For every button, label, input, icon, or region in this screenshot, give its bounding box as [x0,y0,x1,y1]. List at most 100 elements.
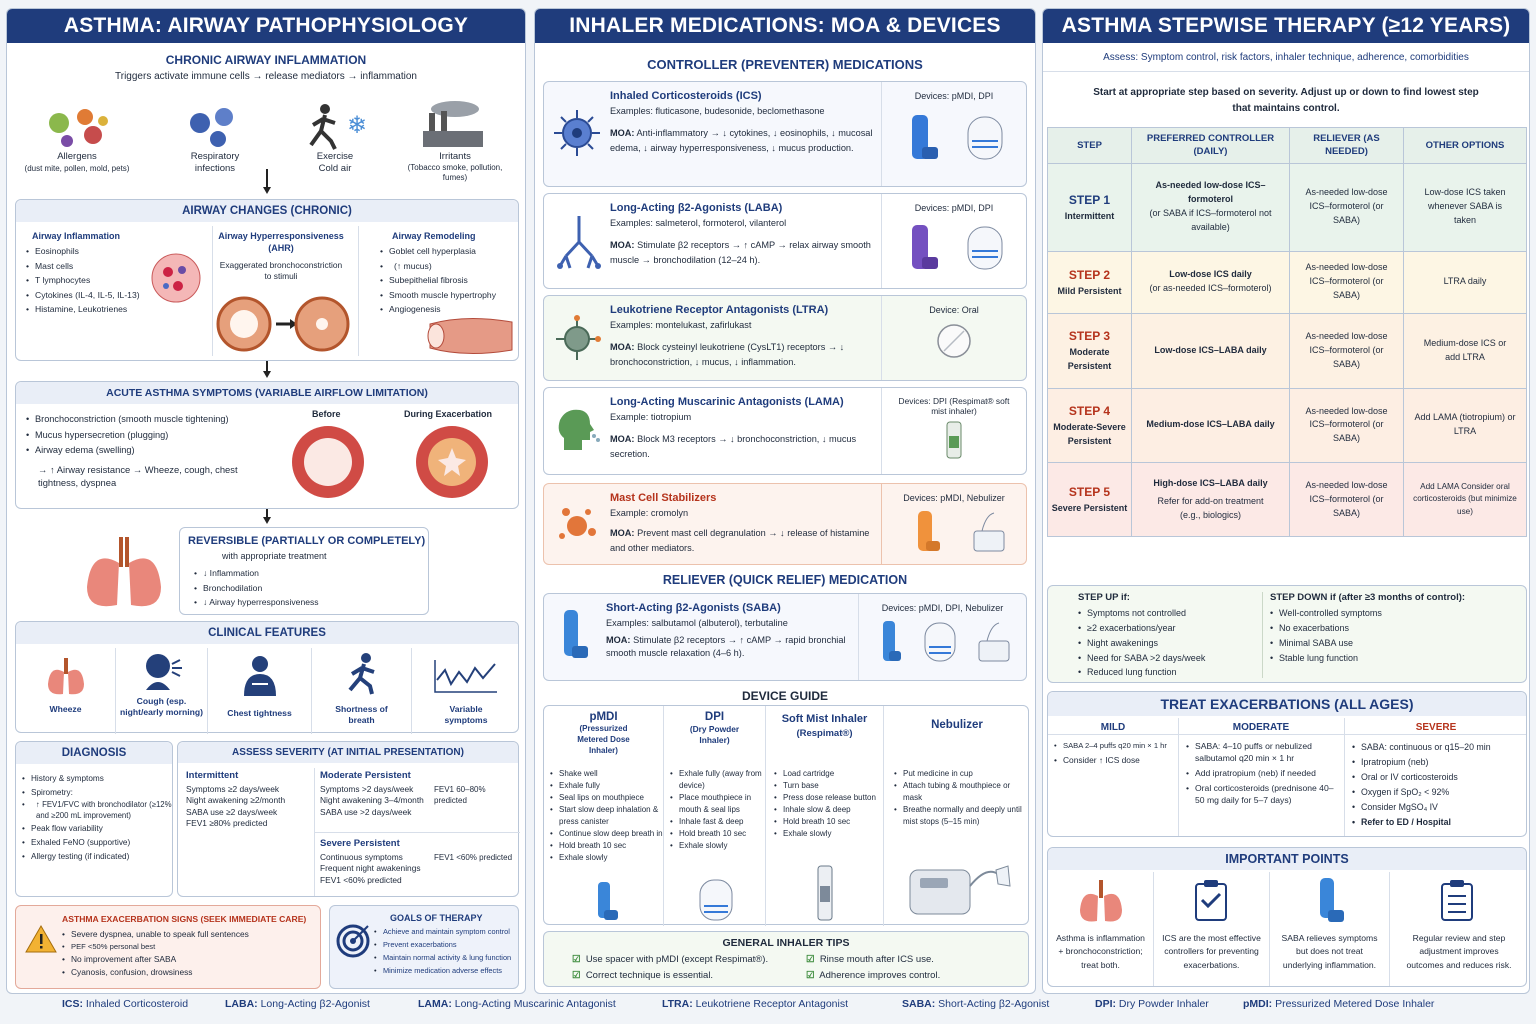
list-item: Consider ↑ ICS dose [1054,753,1178,768]
remodel-title: Airway Remodeling [392,231,476,241]
list-item: Prevent exacerbations [374,939,520,952]
step-up-list: Symptoms not controlled ≥2 exacerbations… [1078,606,1278,680]
moa-text: Stimulate β2 receptors → ↑ cAMP → rapid … [606,635,846,658]
sev-sev-list: Continuous symptoms Frequent night awake… [320,852,440,886]
med-examples: Examples: fluticasone, budesonide, beclo… [610,106,825,116]
target-icon [336,924,370,958]
airway-changes-box: AIRWAY CHANGES (CHRONIC) Airway Inflamma… [15,199,519,361]
list-item: Airway edema (swelling) [26,443,286,459]
trigger-sub: infections [194,163,236,174]
footer-abbr-def: Inhaled Corticosteroid [85,998,189,1010]
list-item: Load cartridge [774,768,884,780]
immune-cell-icon [151,253,201,303]
soft-mist-inhaler-icon [946,421,962,459]
svg-text:❄: ❄ [347,112,367,139]
acute-result: → ↑ Airway resistance → Wheeze, cough, c… [38,464,238,488]
list-item: Turn base [774,780,884,792]
diagnosis-title: DIAGNOSIS [16,742,172,764]
runner-icon [348,653,375,695]
moderate-list: SABA: 4–10 puffs or nebulized salbutamol… [1186,740,1340,806]
point-text: SABA relieves symptoms but does not trea… [1281,933,1378,970]
device-nebulizer: Nebulizer Put medicine in cup Attach tub… [884,706,1030,926]
list-item: FEV1 <60% predicted [320,874,402,885]
clin-feature-variable: Variable symptoms [412,648,520,734]
pref-main: Low-dose ICS–LABA daily [1154,344,1267,355]
check-icon: ☑ [572,954,581,965]
list-item: Continuous symptoms [320,852,403,862]
device-name: Soft Mist Inhaler [781,713,868,725]
list-item: No improvement after SABA [62,953,318,966]
moa-label: MOA: [610,434,635,444]
list-item: Press dose release button [774,792,884,804]
list-item: Minimal SABA use [1270,636,1490,651]
severe-title: SEVERE [1415,722,1457,733]
med-name: Mast Cell Stabilizers [610,492,717,504]
med-devices: Devices: DPI (Respimat® soft mist inhale… [881,388,1026,474]
med-moa: MOA: Stimulate β2 receptors → ↑ cAMP → r… [606,634,876,660]
flow-arrow-line [266,509,268,519]
clin-feature-sob: Shortness of breath [312,648,412,734]
list-item: Place mouthpiece in mouth & seal lips [670,792,766,816]
trigger-label: Respiratory [190,151,240,162]
list-item: Oral or IV corticosteroids [1352,770,1528,785]
cough-icon [146,654,182,690]
med-device-label: Devices: pMDI, DPI [914,91,994,101]
list-item: Consider MgSO₄ IV [1352,800,1528,815]
ahr-title: Airway Hyperresponsiveness (AHR) [218,231,344,254]
list-item: Exhale slowly [670,840,766,852]
remodeled-airway-icon [427,317,513,355]
trigger-label: Allergens [57,151,97,162]
list-item: Exhale slowly [774,828,884,840]
footer-abbr-term: ICS: [62,998,83,1010]
step-severity: Moderate-Severe Persistent [1053,421,1126,446]
trigger-exercise: ❄ Exercise Cold air [285,101,385,181]
inflammation-subtitle: Triggers activate immune cells → release… [115,71,417,82]
list-item: Symptoms ≥2 days/week [186,784,280,794]
footer-abbr: pMDI: Pressurized Metered Dose Inhaler [1243,998,1434,1018]
reversible-list: ↓ Inflammation Bronchodilation ↓ Airway … [194,566,424,610]
med-device-label: Devices: pMDI, Nebulizer [903,493,1005,503]
reliever-cell: As-needed low-dose ICS–formoterol (or SA… [1289,462,1404,537]
list-item: Reduced lung function [1078,665,1278,680]
list-item: Continue slow deep breath in [550,828,664,840]
med-moa: MOA: Anti-inflammatory → ↓ cytokines, ↓ … [610,126,880,155]
footer-abbr: LABA: Long-Acting β2-Agonist [225,998,370,1018]
footer-abbr-term: LTRA: [662,998,693,1010]
list-item: Night awakening ≥2/month [186,795,286,806]
point-item: SABA relieves symptoms but does not trea… [1270,872,1390,986]
list-item: Subepithelial fibrosis [380,273,518,288]
pmdi-icon [598,882,618,920]
list-item: Start slow deep inhalation & press canis… [550,804,664,828]
col-header: PREFERRED CONTROLLER (DAILY) [1131,127,1290,164]
tip-text: Use spacer with pMDI (except Respimat®). [585,954,769,965]
list-item: Spirometry: [22,786,172,800]
table-header-row: STEP PREFERRED CONTROLLER (DAILY) RELIEV… [1047,127,1527,164]
flow-arrow [263,187,271,194]
device-sub: (Dry Powder Inhaler) [689,724,740,746]
flow-arrow-line [266,169,268,187]
check-icon: ☑ [572,970,581,981]
pref-cell: Low-dose ICS daily(or as-needed ICS–form… [1131,250,1290,314]
list-item: Oral corticosteroids (prednisone 40–50 m… [1186,782,1340,806]
pref-cell: As-needed low-dose ICS–formoterol(or SAB… [1131,162,1290,252]
med-device-label: Devices: DPI (Respimat® soft mist inhale… [898,396,1010,416]
inflam-list: Eosinophils Mast cells T lymphocytes Cyt… [26,244,156,317]
device-name: DPI [704,711,725,723]
trigger-irritants: Irritants (Tobacco smoke, pollution, fum… [405,101,505,182]
reversible-title: REVERSIBLE (PARTIALLY OR COMPLETELY) [188,535,426,547]
sev-mod-fev: FEV1 60–80% predicted [434,785,486,805]
col-header: STEP [1047,127,1132,164]
moa-text: Prevent mast cell degranulation → ↓ rele… [610,528,870,553]
list-item: Smooth muscle hypertrophy [380,288,518,303]
list-item: Histamine, Leukotrienes [26,302,156,317]
inhaler-tips-box: GENERAL INHALER TIPS ☑ Use spacer with p… [543,931,1029,987]
airway-before-icon [292,426,364,498]
point-item: Regular review and step adjustment impro… [1390,872,1528,986]
sev-int-title: Intermittent [186,770,239,781]
list-item: T lymphocytes [26,273,156,288]
checklist-icon [1441,880,1473,921]
device-steps: Exhale fully (away from device) Place mo… [670,768,766,852]
clin-feature-cough: Cough (esp. night/early morning) [116,648,208,734]
footer-abbr: DPI: Dry Powder Inhaler [1095,998,1209,1018]
